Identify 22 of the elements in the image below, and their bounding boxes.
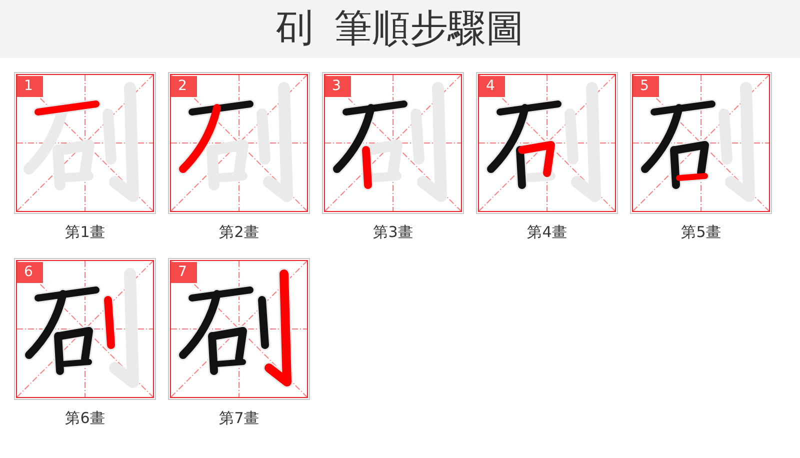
- step-caption: 第3畫: [372, 222, 414, 242]
- step-caption: 第5畫: [680, 222, 722, 242]
- step-number: 4: [479, 76, 505, 97]
- step-number: 7: [171, 262, 197, 283]
- step-number: 3: [325, 76, 351, 97]
- step-caption: 第7畫: [218, 408, 260, 428]
- stroke-step-tile: [322, 72, 464, 214]
- stroke-step-tile: [476, 72, 618, 214]
- stroke-step-tile: [630, 72, 772, 214]
- step-caption: 第4畫: [526, 222, 568, 242]
- step-caption: 第6畫: [64, 408, 106, 428]
- page-title: 矵 筆順步驟圖: [276, 6, 524, 52]
- stroke-step-tile: [168, 72, 310, 214]
- stroke-step-tile: [14, 258, 156, 400]
- step-number: 6: [17, 262, 43, 283]
- step-number: 5: [633, 76, 659, 97]
- step-caption: 第1畫: [64, 222, 106, 242]
- step-caption: 第2畫: [218, 222, 260, 242]
- step-number: 2: [171, 76, 197, 97]
- stroke-step-tile: [168, 258, 310, 400]
- stroke-step-tile: [14, 72, 156, 214]
- step-number: 1: [17, 76, 43, 97]
